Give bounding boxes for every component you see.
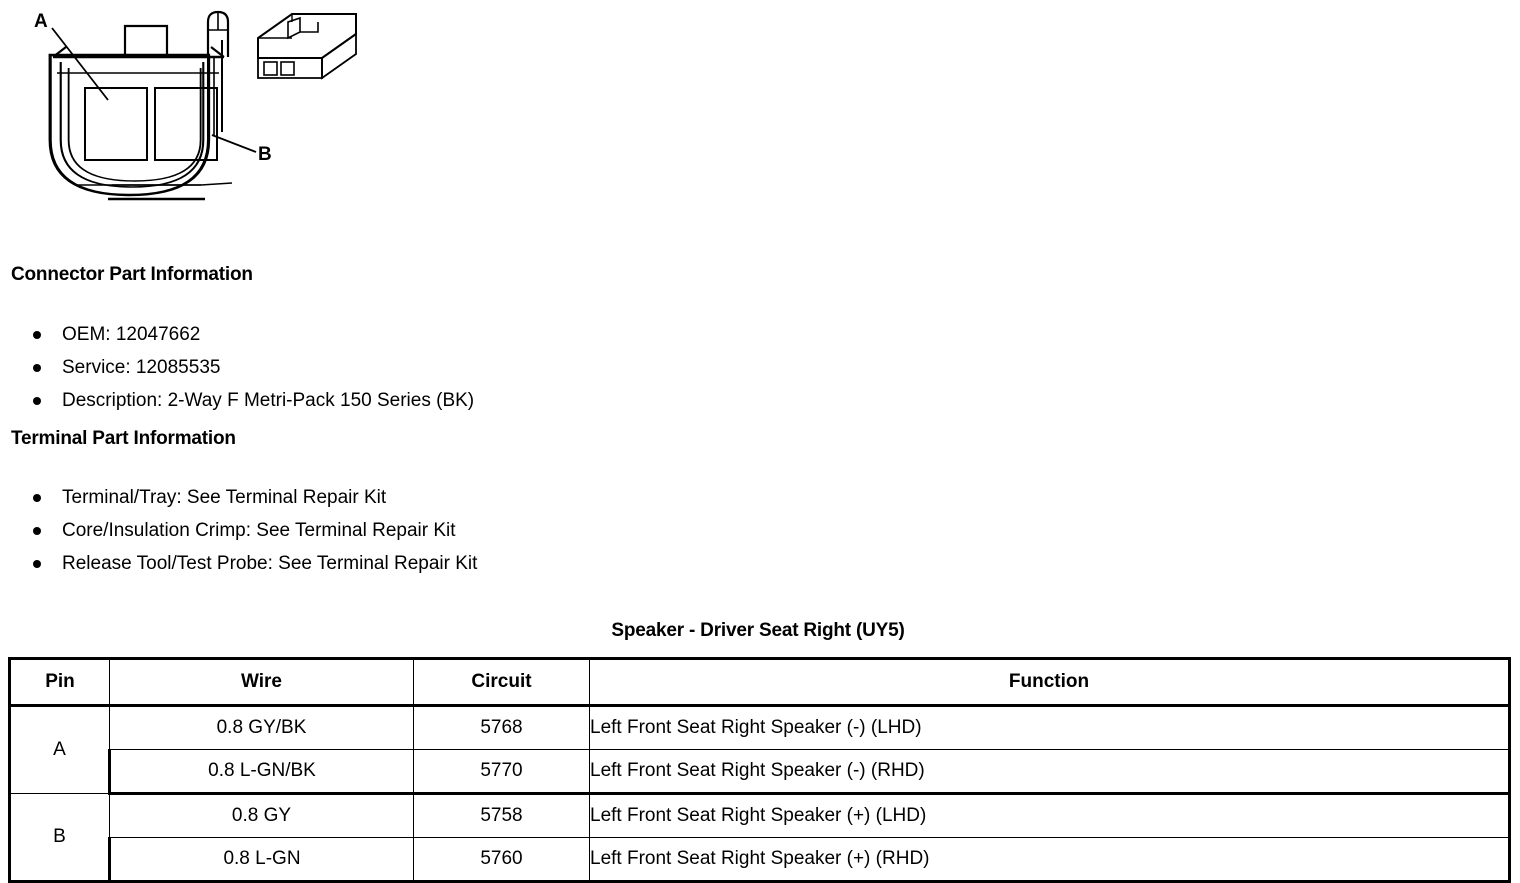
connector-illustration: A B: [34, 10, 357, 201]
bullet-icon: [33, 560, 41, 568]
cell-wire: 0.8 L-GN: [108, 837, 414, 883]
list-item-label: Description: 2-Way F Metri-Pack 150 Seri…: [62, 390, 475, 411]
list-item-label: Service: 12085535: [62, 357, 221, 378]
cell-function: Left Front Seat Right Speaker (-) (RHD): [589, 749, 1511, 795]
column-header-wire: Wire: [109, 657, 414, 707]
table-row: B 0.8 GY 5758 Left Front Seat Right Spea…: [8, 793, 1511, 882]
svg-text:A: A: [34, 11, 48, 32]
table-row: A 0.8 GY/BK 5768 Left Front Seat Right S…: [8, 705, 1511, 794]
list-item: Release Tool/Test Probe: See Terminal Re…: [0, 547, 477, 580]
svg-text:B: B: [258, 144, 272, 165]
pinout-table: Pin Wire Circuit Function A 0.8 GY/BK 57…: [8, 657, 1511, 883]
table-row: 0.8 L-GN/BK 5770 Left Front Seat Right S…: [10, 749, 1511, 795]
cell-wire: 0.8 L-GN/BK: [108, 749, 414, 795]
cell-function: Left Front Seat Right Speaker (+) (RHD): [589, 837, 1511, 883]
cell-wire: 0.8 GY/BK: [109, 705, 414, 750]
table-row: 0.8 L-GN 5760 Left Front Seat Right Spea…: [10, 837, 1511, 883]
pinout-table-title: Speaker - Driver Seat Right (UY5): [611, 620, 905, 641]
terminal-part-heading: Terminal Part Information: [11, 428, 236, 449]
connector-part-list: OEM: 12047662 Service: 12085535 Descript…: [0, 318, 474, 417]
cell-circuit: 5768: [413, 705, 590, 750]
column-header-pin: Pin: [8, 657, 110, 707]
cell-circuit: 5758: [413, 793, 590, 838]
bullet-icon: [33, 364, 41, 372]
column-header-circuit: Circuit: [413, 657, 590, 707]
terminal-part-list: Terminal/Tray: See Terminal Repair Kit C…: [0, 481, 477, 580]
bullet-icon: [33, 331, 41, 339]
bullet-icon: [33, 397, 41, 405]
list-item-label: Terminal/Tray: See Terminal Repair Kit: [62, 487, 387, 508]
list-item: Description: 2-Way F Metri-Pack 150 Seri…: [0, 384, 474, 417]
cell-wire: 0.8 GY: [109, 793, 414, 838]
cell-circuit: 5760: [413, 837, 590, 883]
cell-circuit: 5770: [413, 749, 590, 795]
cell-pin: A: [8, 705, 110, 794]
list-item: Service: 12085535: [0, 351, 474, 384]
cell-pin: B: [8, 793, 110, 882]
column-header-function: Function: [589, 657, 1511, 707]
list-item: OEM: 12047662: [0, 318, 474, 351]
table-header-row: Pin Wire Circuit Function: [8, 657, 1511, 707]
cell-function: Left Front Seat Right Speaker (+) (LHD): [589, 793, 1511, 838]
bullet-icon: [33, 527, 41, 535]
list-item-label: Release Tool/Test Probe: See Terminal Re…: [62, 553, 478, 574]
cell-function: Left Front Seat Right Speaker (-) (LHD): [589, 705, 1511, 750]
list-item-label: Core/Insulation Crimp: See Terminal Repa…: [62, 520, 456, 541]
list-item: Terminal/Tray: See Terminal Repair Kit: [0, 481, 477, 514]
list-item-label: OEM: 12047662: [62, 324, 201, 345]
connector-part-heading: Connector Part Information: [11, 264, 253, 285]
list-item: Core/Insulation Crimp: See Terminal Repa…: [0, 514, 477, 547]
bullet-icon: [33, 494, 41, 502]
